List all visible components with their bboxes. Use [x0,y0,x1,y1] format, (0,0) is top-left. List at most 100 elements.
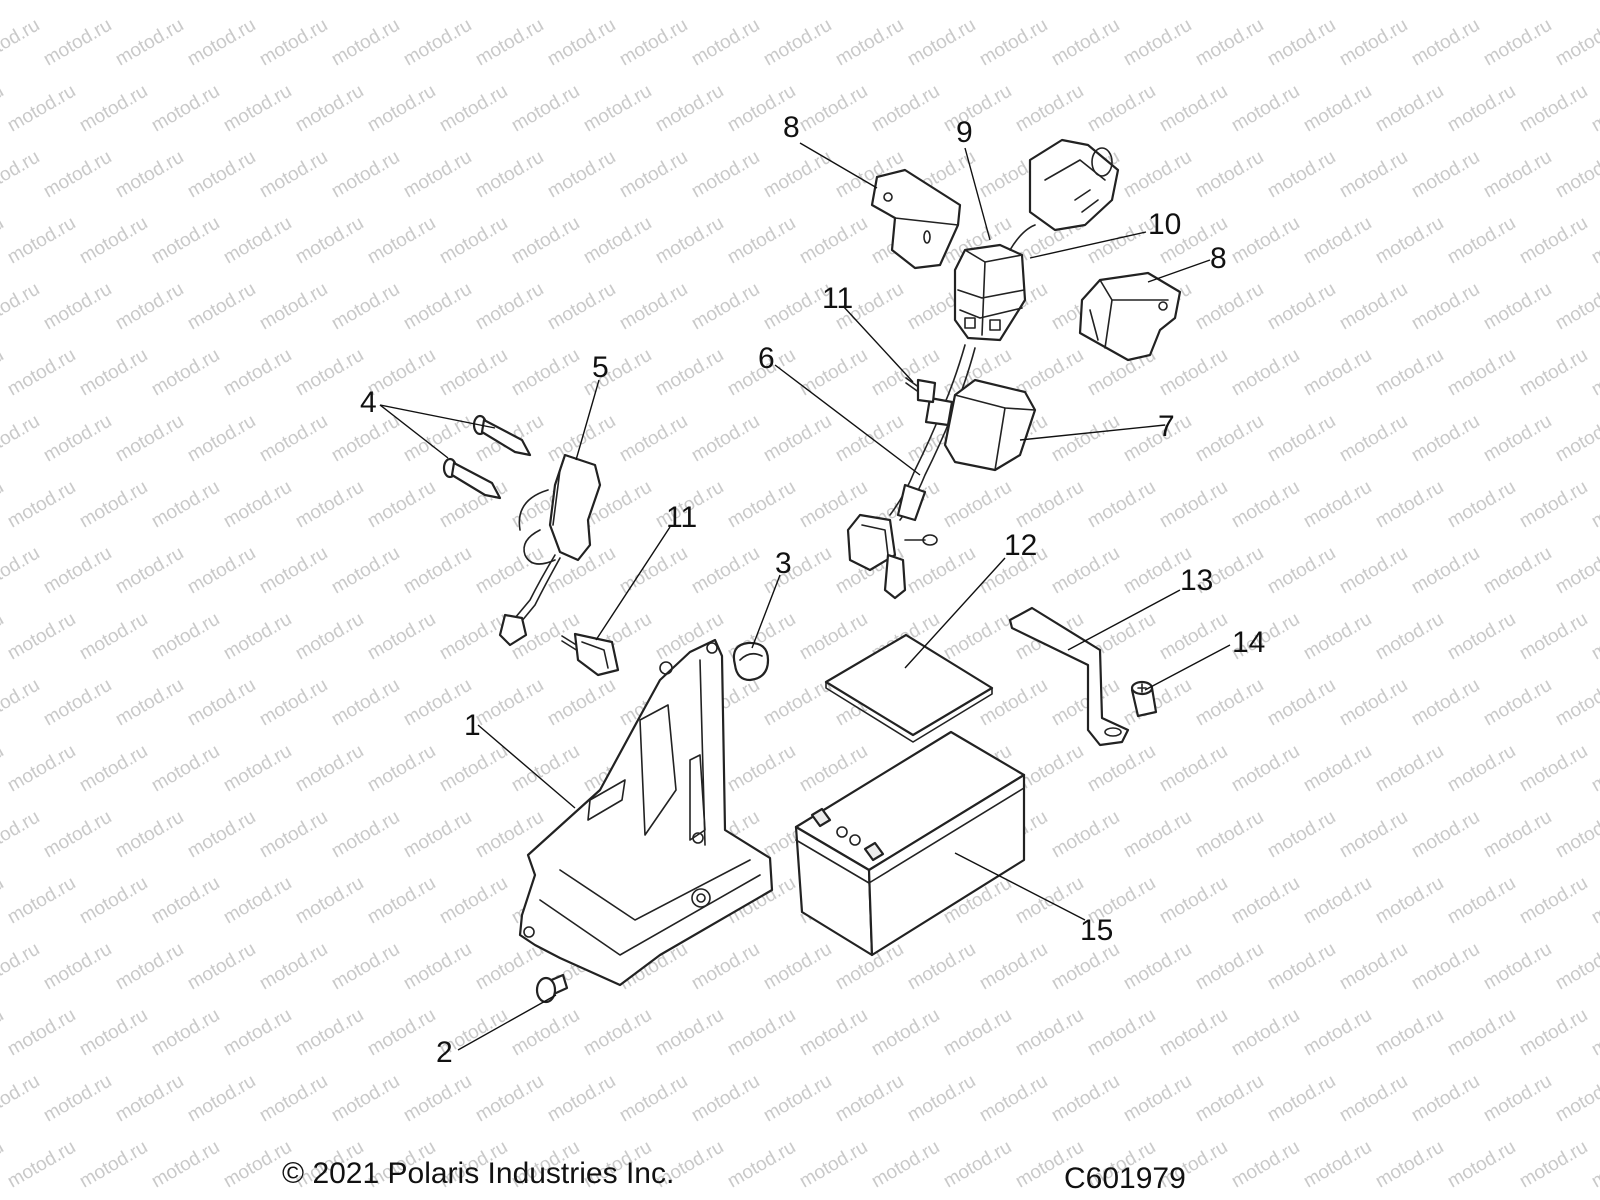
watermark-text: motod.ru [112,675,187,731]
watermark-text: motod.ru [832,15,907,71]
callout-5: 5 [592,351,609,384]
watermark-text: motod.ru [220,0,295,4]
watermark-text: motod.ru [1444,345,1519,401]
watermark-text: motod.ru [0,1005,7,1061]
watermark-text: motod.ru [1336,807,1411,863]
watermark-text: motod.ru [328,15,403,71]
watermark-text: motod.ru [292,609,367,665]
watermark-text: motod.ru [688,1071,763,1127]
watermark-text: motod.ru [760,1071,835,1127]
watermark-text: motod.ru [256,411,331,467]
watermark-text: motod.ru [544,147,619,203]
callout-15: 15 [1080,914,1113,947]
watermark-text: motod.ru [1048,1071,1123,1127]
watermark-text: motod.ru [76,1005,151,1061]
watermark-text: motod.ru [328,939,403,995]
watermark-text: motod.ru [328,807,403,863]
watermark-text: motod.ru [652,213,727,269]
watermark-text: motod.ru [76,213,151,269]
watermark-text: motod.ru [940,1005,1015,1061]
watermark-text: motod.ru [1048,411,1123,467]
watermark-text: motod.ru [472,147,547,203]
watermark-text: motod.ru [544,15,619,71]
watermark-text: motod.ru [1048,939,1123,995]
watermark-text: motod.ru [616,1071,691,1127]
watermark-text: motod.ru [1264,279,1339,335]
watermark-text: motod.ru [796,0,871,4]
watermark-text: motod.ru [544,279,619,335]
watermark-text: motod.ru [1408,15,1483,71]
watermark-text: motod.ru [724,477,799,533]
watermark-text: motod.ru [436,741,511,797]
watermark-text: motod.ru [328,675,403,731]
watermark-text: motod.ru [976,675,1051,731]
watermark-text: motod.ru [1300,1005,1375,1061]
watermark-text: motod.ru [1372,345,1447,401]
watermark-text: motod.ru [112,279,187,335]
watermark-text: motod.ru [1084,741,1159,797]
watermark-text: motod.ru [724,1137,799,1193]
watermark-text: motod.ru [1300,1137,1375,1193]
watermark-text: motod.ru [76,477,151,533]
watermark-text: motod.ru [256,1071,331,1127]
leader-lines [379,142,1231,1051]
watermark-text: motod.ru [1408,543,1483,599]
watermark-text: motod.ru [1480,411,1555,467]
watermark-text: motod.ru [148,81,223,137]
watermark-text: motod.ru [652,1005,727,1061]
watermark-text: motod.ru [580,0,655,4]
watermark-text: motod.ru [1372,81,1447,137]
watermark-text: motod.ru [220,1005,295,1061]
watermark-text: motod.ru [1192,411,1267,467]
watermark-text: motod.ru [1480,675,1555,731]
watermark-text: motod.ru [1552,543,1600,599]
watermark-text: motod.ru [1516,81,1591,137]
watermark-text: motod.ru [256,675,331,731]
watermark-text: motod.ru [40,147,115,203]
watermark-text: motod.ru [1516,873,1591,929]
watermark-text: motod.ru [868,1005,943,1061]
watermark-text: motod.ru [1300,873,1375,929]
watermark-text: motod.ru [1480,939,1555,995]
connector-plug [1009,138,1120,251]
watermark-text: motod.ru [76,609,151,665]
watermark-text: motod.ru [256,279,331,335]
watermark-text: motod.ru [1372,213,1447,269]
watermark-text: motod.ru [1192,675,1267,731]
watermark-text: motod.ru [184,543,259,599]
watermark-text: motod.ru [0,0,7,4]
watermark-text: motod.ru [1156,609,1231,665]
watermark-text: motod.ru [1372,1005,1447,1061]
relay-with-lead [498,453,602,647]
watermark-text: motod.ru [1588,873,1600,929]
watermark-text: motod.ru [184,939,259,995]
stud-fastener-lower [561,632,620,677]
battery-pad [824,633,994,743]
watermark-text: motod.ru [328,147,403,203]
watermark-text: motod.ru [4,345,79,401]
watermark-text: motod.ru [76,1137,151,1193]
watermark-text: motod.ru [1228,477,1303,533]
watermark-text: motod.ru [400,807,475,863]
watermark-text: motod.ru [1192,147,1267,203]
watermark-text: motod.ru [112,543,187,599]
watermark-text: motod.ru [220,213,295,269]
watermark-text: motod.ru [0,609,7,665]
watermark-text: motod.ru [1588,741,1600,797]
relay-box [943,378,1037,472]
watermark-text: motod.ru [868,1137,943,1193]
watermark-text: motod.ru [1480,279,1555,335]
watermark-text: motod.ru [40,279,115,335]
watermark-text: motod.ru [184,15,259,71]
watermark-text: motod.ru [364,741,439,797]
watermark-text: motod.ru [0,345,7,401]
watermark-text: motod.ru [904,15,979,71]
watermark-text: motod.ru [184,279,259,335]
watermark-text: motod.ru [616,279,691,335]
watermark-text: motod.ru [148,609,223,665]
watermark-text: motod.ru [472,675,547,731]
watermark-text: motod.ru [1300,741,1375,797]
watermark-text: motod.ru [796,213,871,269]
watermark-text: motod.ru [724,741,799,797]
watermark-text: motod.ru [1264,807,1339,863]
